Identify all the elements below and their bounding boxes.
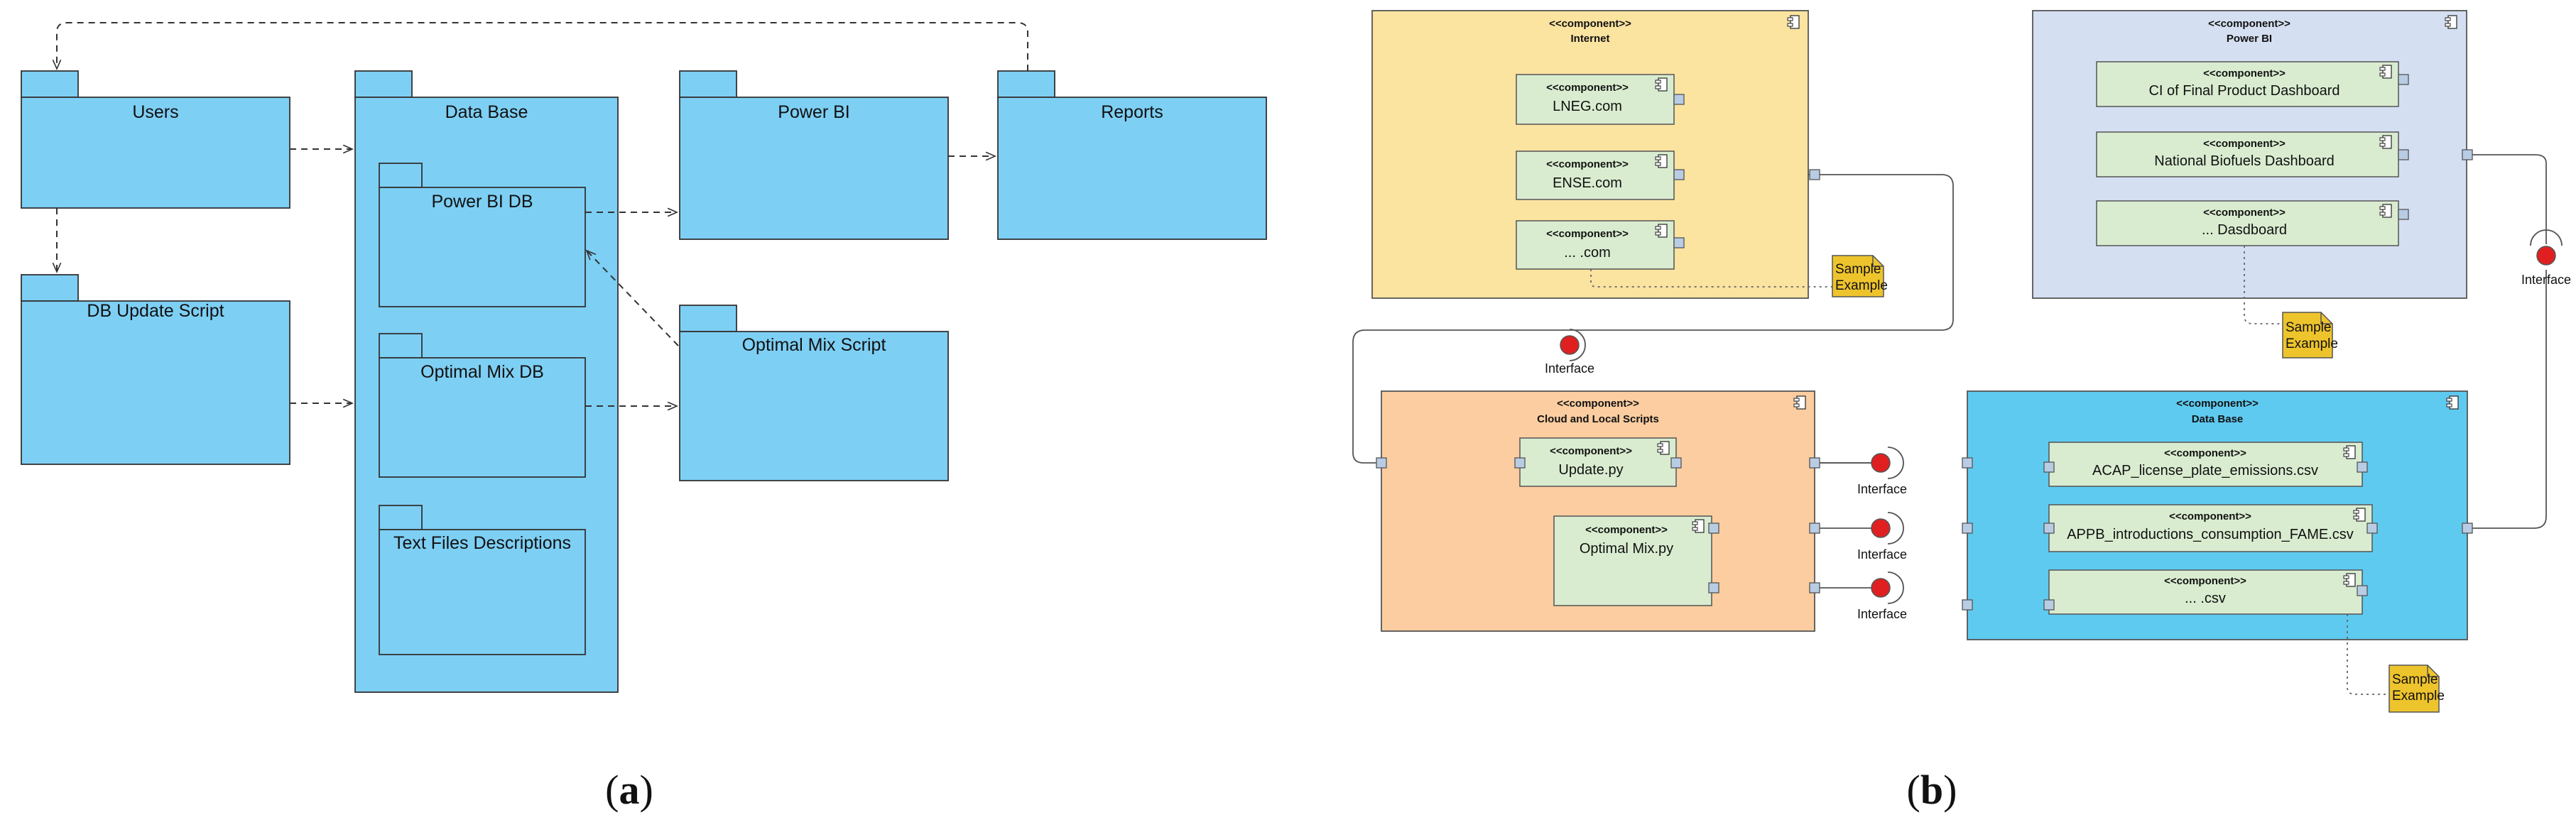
interface-csv[interactable]: Interface [1857,571,1907,621]
svg-text:<<component>>: <<component>> [2164,447,2246,459]
package-reports[interactable]: Reports [997,70,1267,240]
dependency-arrows [57,149,995,406]
powerbi-title: Power BI [2227,33,2272,45]
svg-text:Sample: Sample [2392,672,2438,687]
interface-powerbi-label: Interface [2521,273,2571,287]
note-powerbi: Sample Example [2282,312,2338,359]
component-update-py-label: Update.py [1558,462,1623,478]
package-powerbi-label: Power BI [778,102,849,122]
package-optimal-mix-db-label: Optimal Mix DB [420,362,544,382]
internet-stereotype: <<component>> [1549,18,1631,30]
package-powerbi[interactable]: Power BI [679,70,949,240]
component-other-csv-label: ... .csv [2185,591,2226,606]
scripts-title: Cloud and Local Scripts [1537,413,1659,425]
component-lneg-label: LNEG.com [1553,99,1622,114]
package-optimal-mix-db[interactable]: Optimal Mix DB [379,333,586,478]
interface-update-label: Interface [1857,482,1907,496]
svg-text:<<component>>: <<component>> [2203,207,2286,219]
interface-optimal-mix[interactable]: Interface [1857,512,1907,562]
package-text-files-label: Text Files Descriptions [393,533,571,553]
internet-title: Internet [1570,33,1609,45]
svg-text:<<component>>: <<component>> [1585,524,1668,536]
database-title: Data Base [2192,413,2244,425]
interface-powerbi[interactable]: Interface [2521,229,2571,287]
svg-text:<<component>>: <<component>> [2203,67,2286,80]
interface-internet[interactable]: Interface [1545,329,1594,376]
component-other-com-label: ... .com [1564,245,1611,261]
package-powerbi-db-label: Power BI DB [431,192,533,212]
svg-text:<<component>>: <<component>> [2169,510,2251,523]
svg-text:Example: Example [2286,337,2338,351]
interface-optimal-mix-label: Interface [1857,547,1907,562]
interface-internet-label: Interface [1545,361,1594,376]
component-ci-dashboard[interactable]: <<component>> CI of Final Product Dashbo… [2096,61,2399,107]
component-other-com[interactable]: <<component>> ... .com [1516,220,1675,270]
package-text-files[interactable]: Text Files Descriptions [379,505,586,655]
component-ense-label: ENSE.com [1553,175,1622,191]
component-other-dashboard-label: ... Dasdboard [2202,222,2287,238]
reports-to-users-arrow [57,22,1028,71]
powerbi-stereotype: <<component>> [2208,18,2290,30]
component-acap-csv[interactable]: <<component>> ACAP_license_plate_emissio… [2048,442,2363,487]
package-users[interactable]: Users [21,70,290,209]
panel-a: Users DB Update Script Data Base Power B… [21,22,1267,813]
svg-text:<<component>>: <<component>> [2203,138,2286,150]
package-powerbi-db[interactable]: Power BI DB [379,163,586,307]
interface-csv-label: Interface [1857,607,1907,621]
component-other-csv[interactable]: <<component>> ... .csv [2048,569,2363,615]
component-update-py[interactable]: <<component>> Update.py [1519,437,1677,487]
package-reports-label: Reports [1101,102,1163,122]
component-optimal-mix-py-label: Optimal Mix.py [1580,541,1673,557]
ports [1376,74,2473,611]
svg-text:Sample: Sample [1835,262,1881,277]
component-lneg[interactable]: <<component>> LNEG.com [1516,74,1675,125]
note-database: Sample Example [2388,664,2445,713]
svg-text:<<component>>: <<component>> [1546,82,1629,94]
svg-text:Example: Example [2392,689,2445,704]
svg-text:<<component>>: <<component>> [1546,158,1629,170]
component-acap-csv-label: ACAP_license_plate_emissions.csv [2092,463,2318,478]
component-appb-csv-label: APPB_introductions_consumption_FAME.csv [2067,527,2354,542]
package-db-update-script-label: DB Update Script [87,301,224,321]
svg-text:<<component>>: <<component>> [2164,575,2246,587]
svg-text:Example: Example [1835,278,1888,293]
component-other-dashboard[interactable]: <<component>> ... Dasdboard [2096,200,2399,246]
package-optimal-mix-script-label: Optimal Mix Script [742,335,886,355]
component-optimal-mix-py[interactable]: <<component>> Optimal Mix.py [1553,515,1712,606]
database-stereotype: <<component>> [2176,398,2259,410]
component-biofuels-dashboard-label: National Biofuels Dashboard [2154,153,2335,169]
svg-text:<<component>>: <<component>> [1546,228,1629,240]
svg-text:<<component>>: <<component>> [1550,445,1632,457]
scripts-stereotype: <<component>> [1557,398,1639,410]
package-users-label: Users [132,102,178,122]
package-db-update-script[interactable]: DB Update Script [21,274,290,465]
note-internet: Sample Example [1832,255,1888,297]
package-database-label: Data Base [445,102,528,122]
caption-b: (b) [1907,767,1957,813]
svg-text:Sample: Sample [2286,320,2331,335]
component-ense[interactable]: <<component>> ENSE.com [1516,151,1675,200]
caption-a: (a) [605,767,653,813]
panel-b: <<component>> Internet <<component>> Pow… [1352,10,2571,813]
component-ci-dashboard-label: CI of Final Product Dashboard [2148,83,2339,99]
interface-update[interactable]: Interface [1857,447,1907,496]
package-optimal-mix-script[interactable]: Optimal Mix Script [679,305,949,481]
component-appb-csv[interactable]: <<component>> APPB_introductions_consump… [2048,504,2373,552]
component-biofuels-dashboard[interactable]: <<component>> National Biofuels Dashboar… [2096,131,2399,177]
